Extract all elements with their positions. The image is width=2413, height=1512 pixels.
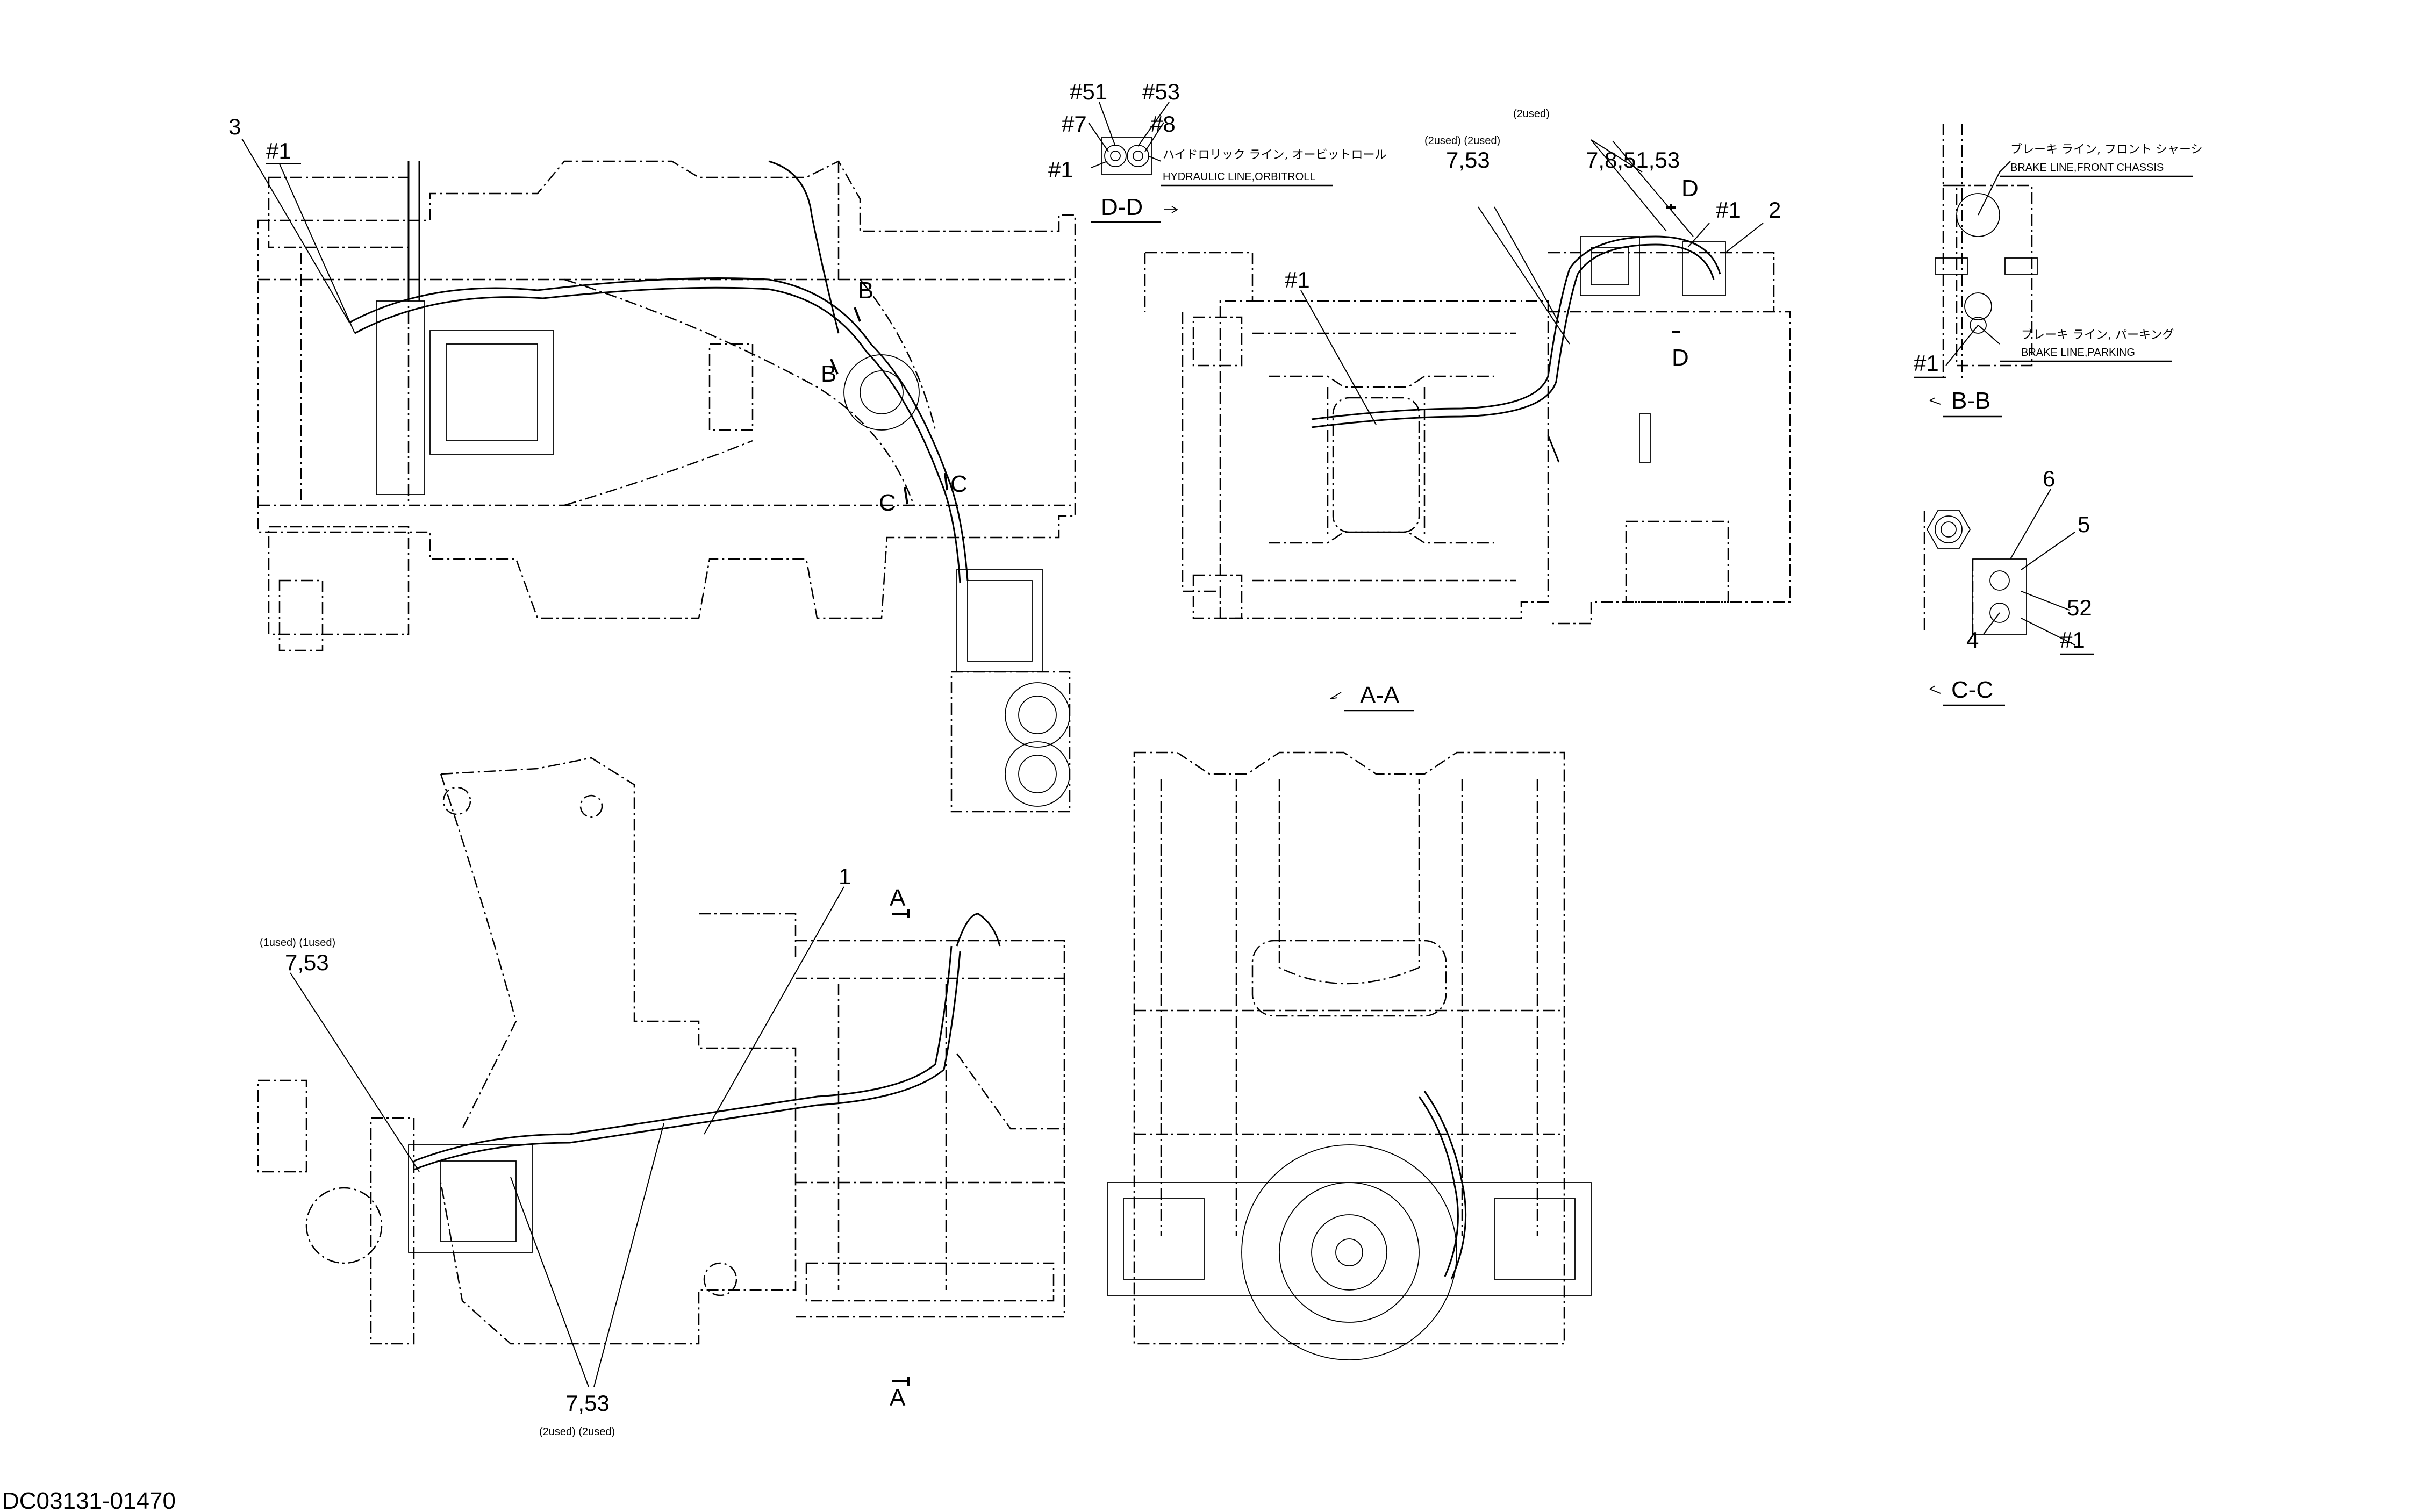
detail-dd-callout-1: #1 xyxy=(1048,157,1073,182)
detail-bb-ref-1: #1 xyxy=(1914,350,1939,376)
detail-dd-callout-51: #51 xyxy=(1070,79,1107,104)
section-mark-c-left: C xyxy=(879,490,896,516)
detail-dd-label-jp: ハイドロリック ライン, オービットロール xyxy=(1163,148,1387,162)
detail-d-d: #51 #53 #7 #8 #1 ハイドロリック ライン, オービットロール H… xyxy=(1048,79,1387,223)
side-view: 1 (1used) (1used) 7,53 7,53 (2used) (2us… xyxy=(257,757,1065,1438)
detail-bb-parking-jp: ブレーキ ライン, パーキング xyxy=(2021,328,2174,342)
detail-bb-front-jp: ブレーキ ライン, フロント シャーシ xyxy=(2010,143,2203,156)
section-mark-a-top: A xyxy=(890,885,906,911)
detail-b-b: ブレーキ ライン, フロント シャーシ BRAKE LINE,FRONT CHA… xyxy=(1914,124,2203,418)
detail-cc-ref-1: #1 xyxy=(2060,627,2085,653)
detail-dd-callout-53: #53 xyxy=(1142,79,1180,104)
section-aa-used-right: (2used) xyxy=(1513,108,1550,120)
section-aa-ref-1-upper: #1 xyxy=(1716,197,1741,223)
drawing-id: DC03131-01470 xyxy=(2,1488,176,1512)
detail-cc-item-52: 52 xyxy=(2067,595,2092,620)
section-mark-b-upper: B xyxy=(858,277,873,304)
section-mark-d-lower: D xyxy=(1672,345,1689,371)
detail-bb-front-en: BRAKE LINE,FRONT CHASSIS xyxy=(2010,162,2164,174)
detail-bb-parking-en: BRAKE LINE,PARKING xyxy=(2021,347,2135,359)
detail-dd-title: D-D xyxy=(1101,194,1143,220)
detail-c-c: 6 5 52 4 #1 C-C xyxy=(1923,466,2094,706)
detail-bb-title: B-B xyxy=(1951,388,1990,414)
detail-cc-item-6: 6 xyxy=(2043,466,2055,491)
section-mark-c-right: C xyxy=(950,471,968,497)
section-aa-item-2: 2 xyxy=(1768,197,1781,223)
side-view-item-1: 1 xyxy=(839,864,851,889)
side-view-qty-bottom: 7,53 xyxy=(565,1391,610,1416)
detail-cc-title: C-C xyxy=(1951,677,1993,703)
section-aa-ref-1-left: #1 xyxy=(1285,267,1310,292)
detail-cc-item-4: 4 xyxy=(1966,627,1979,653)
section-a-a: (2used) (2used) 7,53 (2used) 7,8,51,53 #… xyxy=(1144,108,1791,712)
side-view-qty-top: 7,53 xyxy=(285,950,329,975)
section-aa-qty-right: 7,8,51,53 xyxy=(1586,147,1680,173)
detail-dd-callout-7: #7 xyxy=(1062,111,1087,137)
detail-dd-label-en: HYDRAULIC LINE,ORBITROLL xyxy=(1163,171,1316,183)
detail-dd-callout-8: #8 xyxy=(1150,111,1176,137)
section-aa-used-left: (2used) (2used) xyxy=(1424,135,1500,147)
detail-cc-item-5: 5 xyxy=(2078,512,2090,537)
section-mark-a-bottom: A xyxy=(890,1385,906,1411)
section-aa-title: A-A xyxy=(1360,682,1400,708)
section-aa-qty-left: 7,53 xyxy=(1446,147,1490,173)
front-view xyxy=(1107,751,1592,1360)
top-view-item-3-callout: 3 xyxy=(228,114,241,139)
section-mark-d-upper: D xyxy=(1681,175,1699,202)
side-view-used-bottom: (2used) (2used) xyxy=(539,1426,615,1438)
top-view: 3 #1 B B C C xyxy=(228,114,1076,813)
side-view-used-top: (1used) (1used) xyxy=(260,937,335,949)
top-view-ref-1-callout: #1 xyxy=(266,138,291,163)
